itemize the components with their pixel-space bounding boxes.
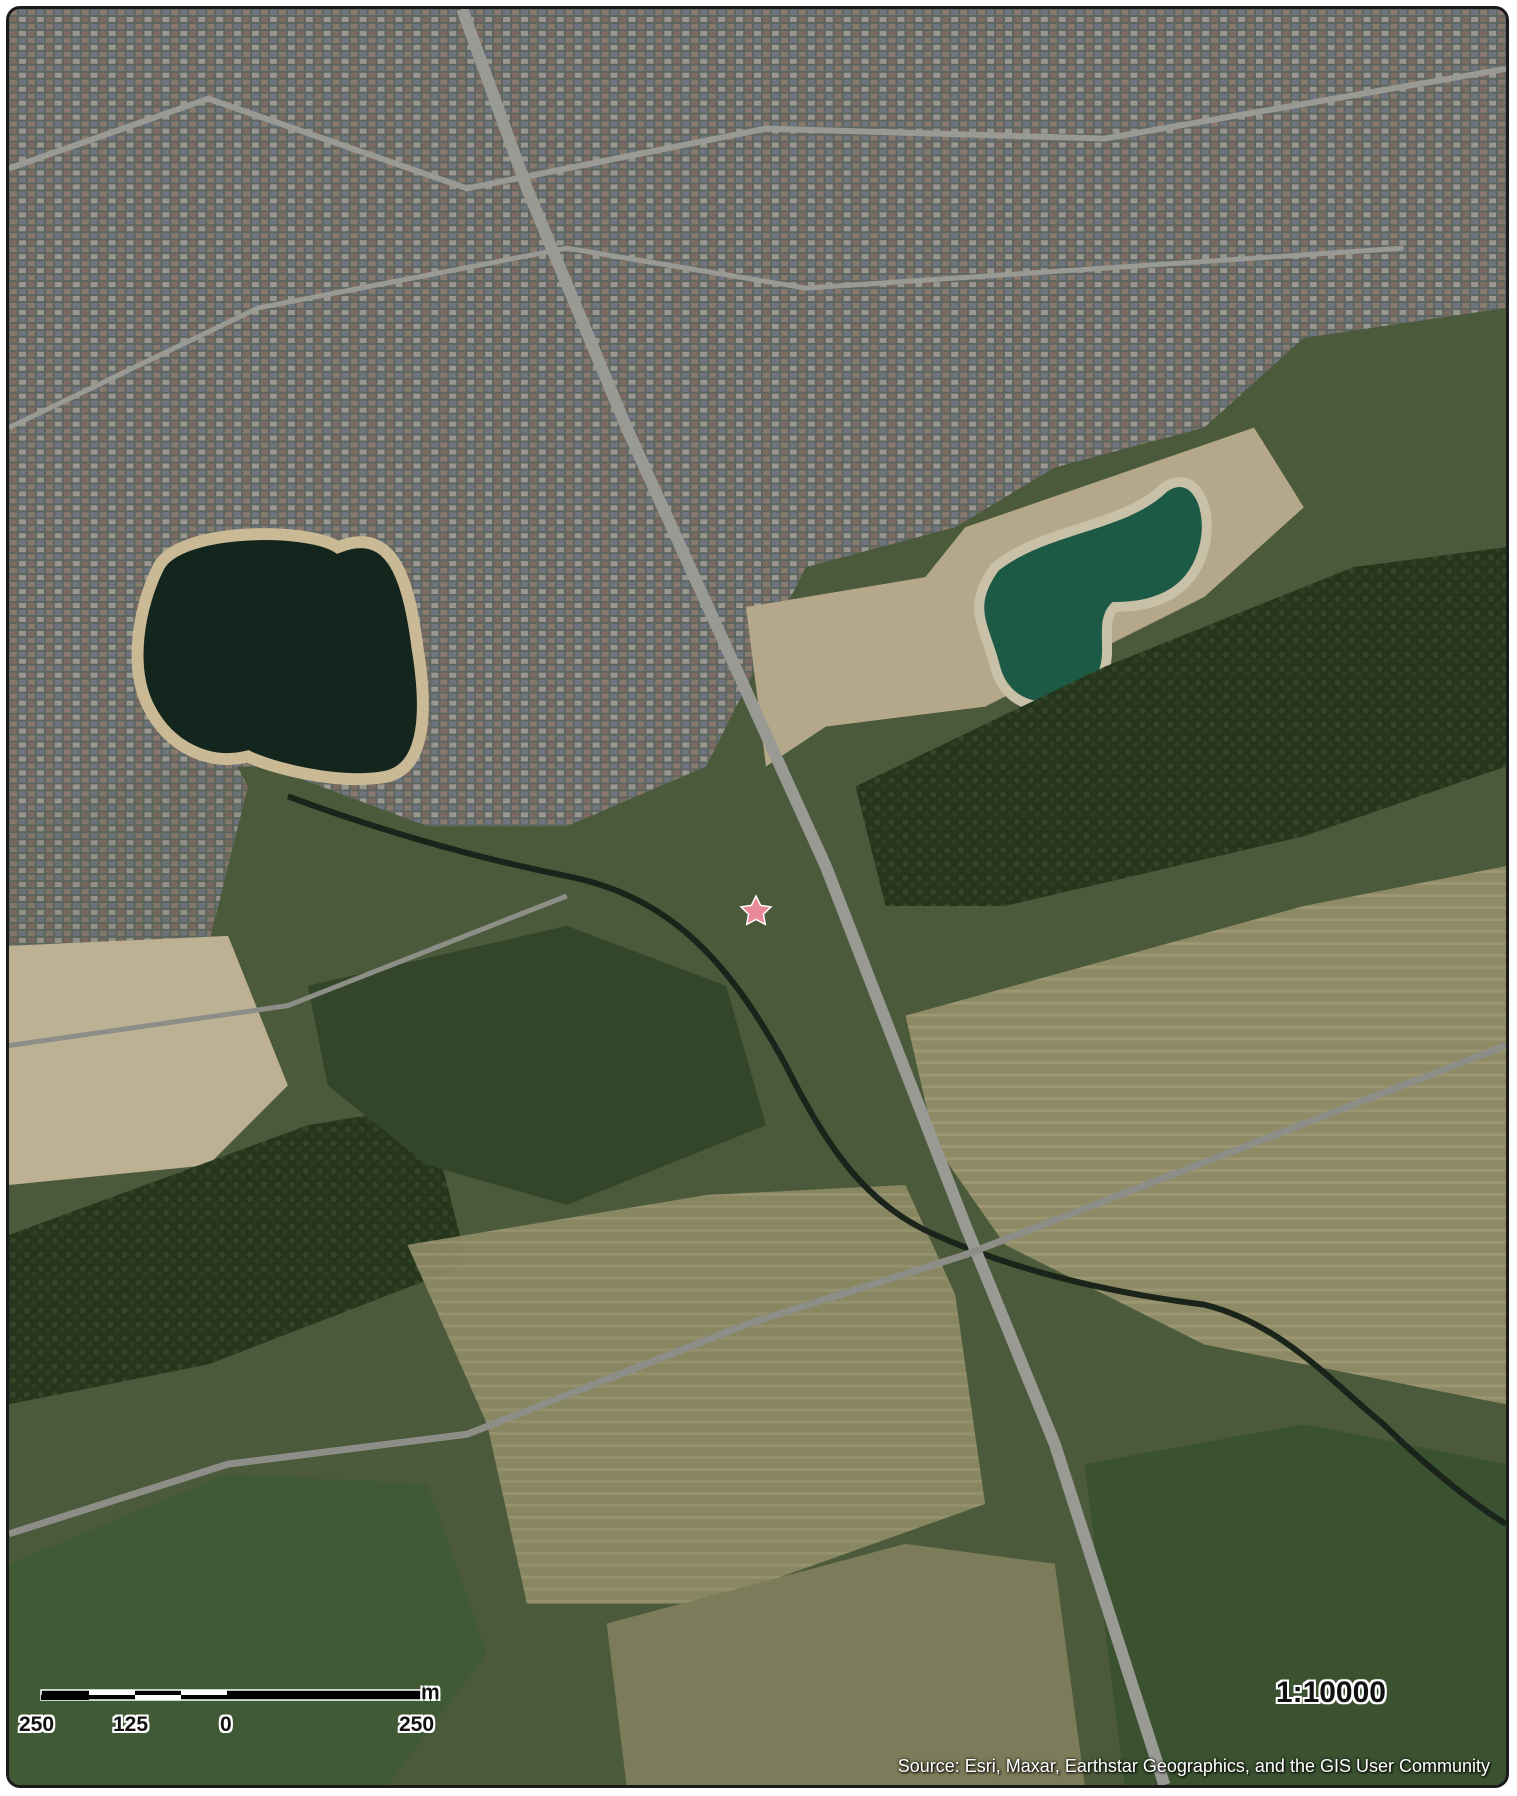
scale-bar-label-right: 250 [399, 1713, 435, 1736]
star-icon[interactable] [739, 894, 773, 926]
satellite-imagery[interactable] [9, 9, 1506, 1785]
main-road [456, 9, 1171, 1785]
forest-band-west [9, 1105, 468, 1405]
urban-road-2 [9, 245, 1404, 430]
field-south [606, 1543, 1085, 1785]
scale-bar-label-mid: 125 [113, 1713, 149, 1736]
pond-west [131, 528, 429, 786]
urban-road [9, 65, 1506, 192]
field-center [407, 1185, 986, 1604]
forest-center [307, 925, 766, 1205]
forest-band-east [855, 547, 1506, 906]
bare-ground-west [9, 935, 288, 1186]
scale-bar-label-left: 250 [19, 1713, 55, 1736]
map-frame[interactable]: m 250 125 0 250 1:10000 Source: Esri, Ma… [6, 6, 1509, 1788]
residential-area-west [9, 567, 249, 966]
creek [286, 793, 1506, 1527]
rural-residential-southeast [1084, 1424, 1506, 1785]
map-attribution: Source: Esri, Maxar, Earthstar Geographi… [897, 1756, 1490, 1776]
pond-east [974, 477, 1212, 712]
field-east [905, 866, 1506, 1405]
rural-road-west [9, 893, 568, 1048]
scale-bar [39, 1686, 459, 1709]
rural-residential-south [9, 1474, 488, 1785]
scale-ratio: 1:10000 [1275, 1676, 1386, 1709]
scale-bar-graphic [40, 1689, 422, 1701]
scale-bar-unit: m [421, 1681, 440, 1704]
cross-road [9, 1042, 1506, 1538]
scale-bar-label-zero: 0 [220, 1713, 232, 1736]
